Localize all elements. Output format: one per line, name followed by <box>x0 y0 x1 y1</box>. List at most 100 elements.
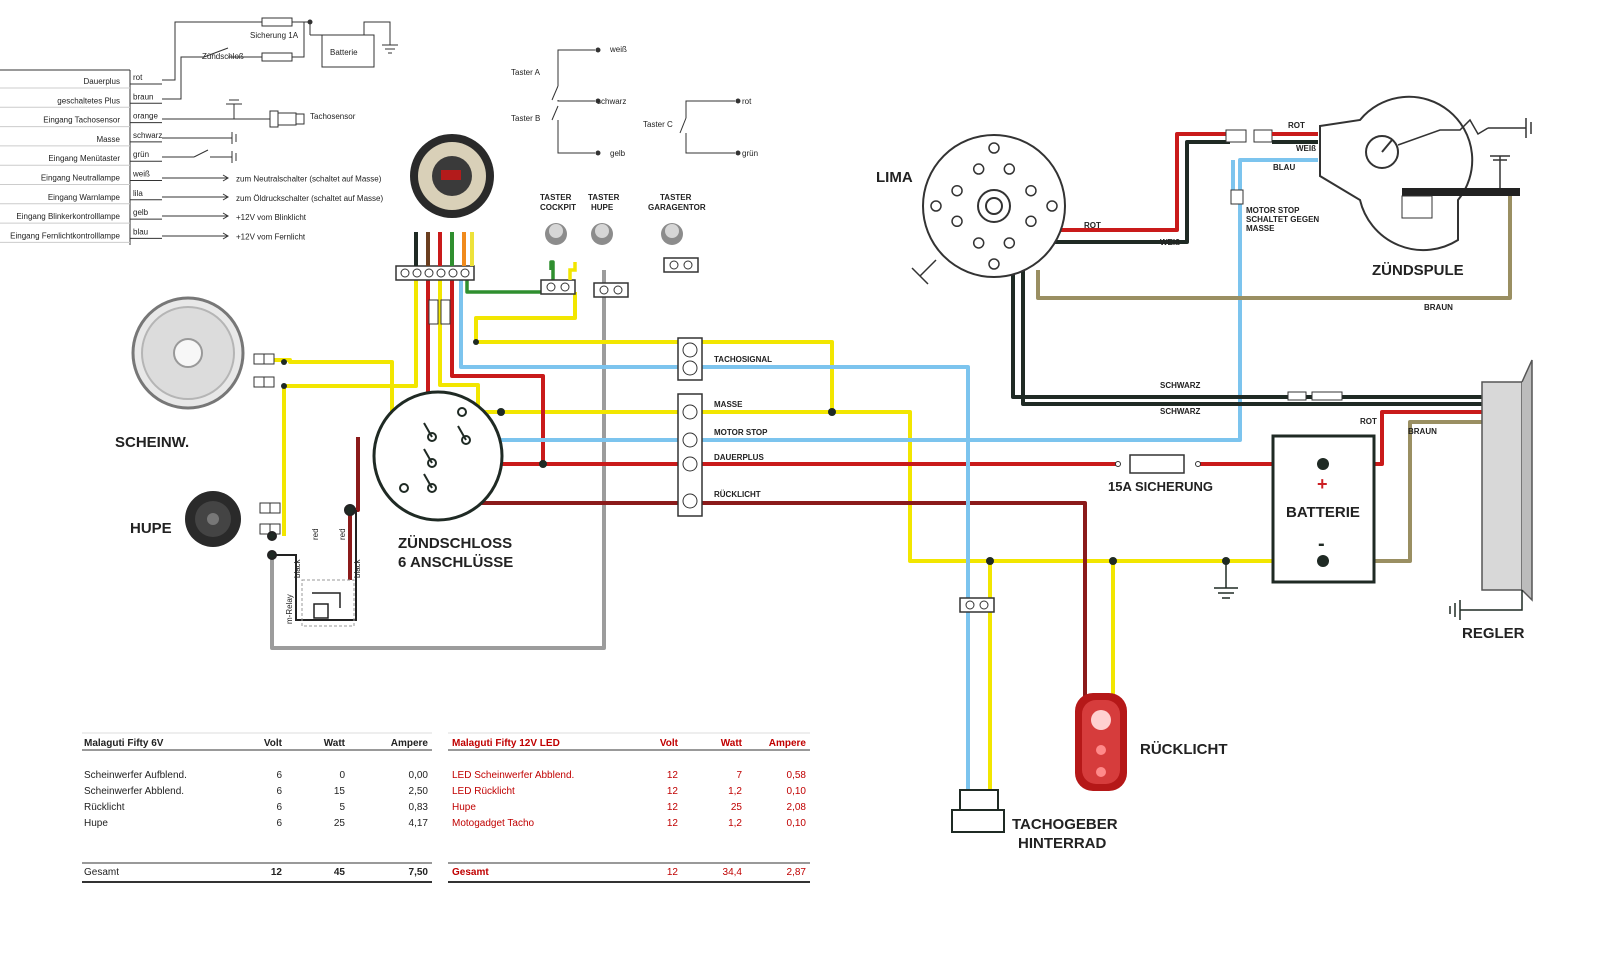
lima-hole <box>951 184 963 197</box>
lima-hole <box>972 237 985 249</box>
table-cell: 6 <box>276 818 282 829</box>
battery <box>1214 434 1376 599</box>
green-wire-2 <box>465 270 541 294</box>
lima-hole <box>1003 163 1016 175</box>
red-lima-rot <box>1050 132 1230 232</box>
pin-wire-color: orange <box>133 112 158 121</box>
table-cell: 2,50 <box>409 786 429 797</box>
pin-wire-color: lila <box>133 189 143 198</box>
tachogeber <box>951 789 1005 833</box>
table-cell: Motogadget Tacho <box>452 818 535 829</box>
table-12v: Malaguti Fifty 12V LED Volt Watt Ampere … <box>448 732 810 883</box>
relay-black-b: black <box>353 558 362 578</box>
wire-label-braun2: BRAUN <box>1408 427 1437 436</box>
wire-label-blau: BLAU <box>1273 163 1295 172</box>
table-cell: 0,10 <box>787 786 807 797</box>
sicherung-15a-label: 15A SICHERUNG <box>1108 479 1213 494</box>
table-cell: 0,00 <box>409 770 429 781</box>
tachogeber-subtitle: HINTERRAD <box>1018 835 1106 852</box>
wire-label-rot2: ROT <box>1288 121 1305 130</box>
lima-hole <box>972 163 985 175</box>
table-cell: 12 <box>667 786 679 797</box>
table-cell: Hupe <box>452 802 476 813</box>
table-cell: 12 <box>667 770 679 781</box>
junction-dots <box>281 339 1230 565</box>
table-cell: 0,83 <box>409 802 429 813</box>
table-cell: Rücklicht <box>84 802 125 813</box>
table-cell: 15 <box>334 786 346 797</box>
pin-label: Eingang Tachosensor <box>43 116 120 125</box>
pin-label: Eingang Menütaster <box>48 154 120 163</box>
taster-hupe-label-1: TASTER <box>588 193 620 202</box>
taster-cockpit-label-2: COCKPIT <box>540 203 576 212</box>
wire-label-schwarz1: SCHWARZ <box>1160 381 1201 390</box>
relay <box>267 504 357 627</box>
relay-black-a: black <box>293 558 302 578</box>
lima-hole <box>988 258 1000 270</box>
table-cell: 6 <box>276 802 282 813</box>
pin-label: geschaltetes Plus <box>57 96 120 105</box>
taster-b-label: Taster B <box>511 114 540 123</box>
tacho-gauge <box>395 134 494 325</box>
yellow-wires <box>264 270 1325 790</box>
taster-garage-label-1: TASTER <box>660 193 692 202</box>
table-cell: 5 <box>339 802 345 813</box>
wire-label-tachosignal: TACHOSIGNAL <box>714 355 772 364</box>
pin-label: Eingang Blinkerkontrolllampe <box>16 212 120 221</box>
zuendschloss-subtitle: 6 ANSCHLÜSSE <box>398 554 513 571</box>
table-12v-title: Malaguti Fifty 12V LED <box>452 738 560 749</box>
lima-label: LIMA <box>876 169 913 186</box>
blue-wire <box>459 270 970 790</box>
table-12v-head-volt: Volt <box>660 738 679 749</box>
pin-wire-color: grün <box>133 150 149 159</box>
table-12v-total-label: Gesamt <box>452 867 489 878</box>
table-cell: 0,10 <box>787 818 807 829</box>
pin-wire-color: gelb <box>133 208 149 217</box>
wire-label-weiss2: WEIß <box>1296 144 1316 153</box>
zuendspule <box>1225 95 1532 252</box>
taster-a-schwarz: schwarz <box>597 97 626 106</box>
pin-label: Eingang Neutrallampe <box>41 174 121 183</box>
zuendspule-label: ZÜNDSPULE <box>1372 262 1464 279</box>
rear-light <box>1075 693 1127 791</box>
table-12v-head-ampere: Ampere <box>769 738 807 749</box>
pin-description-text: +12V vom Fernlicht <box>236 232 306 241</box>
tachogeber-title: TACHOGEBER <box>1012 816 1118 833</box>
brown-lima-braun <box>1036 195 1512 300</box>
pin-label: Eingang Fernlichtkontrolllampe <box>10 231 120 240</box>
wire-label-motorstop: MOTOR STOP <box>714 428 768 437</box>
table-cell: 1,2 <box>728 818 742 829</box>
lima <box>911 134 1066 285</box>
table-cell: 25 <box>731 802 743 813</box>
ruecklicht-label: RÜCKLICHT <box>1140 741 1228 758</box>
table-6v-head-watt: Watt <box>324 738 346 749</box>
scheinw-label: SCHEINW. <box>115 434 189 451</box>
pin-wire-color: schwarz <box>133 131 162 140</box>
pin-wire-color: braun <box>133 92 153 101</box>
taster-garage <box>661 223 699 273</box>
table-cell: 4,17 <box>409 818 429 829</box>
regler <box>1449 359 1533 620</box>
table-6v-head-ampere: Ampere <box>391 738 429 749</box>
wire-label-ruecklicht: RÜCKLICHT <box>714 490 761 499</box>
relay-red-b: red <box>338 528 347 540</box>
table-6v-head-volt: Volt <box>264 738 283 749</box>
motorstop-note-3: MASSE <box>1246 224 1275 233</box>
table-6v-total-ampere: 7,50 <box>409 867 429 878</box>
table-cell: 12 <box>667 802 679 813</box>
table-cell: 0,58 <box>787 770 807 781</box>
lima-hole <box>988 142 1000 154</box>
pin-description-text: zum Öldruckschalter (schaltet auf Masse) <box>236 194 383 203</box>
table-cell: 7 <box>736 770 742 781</box>
taster-garage-label-2: GARAGENTOR <box>648 203 706 212</box>
table-12v-total-volt: 12 <box>667 867 679 878</box>
power-schematic <box>162 17 398 240</box>
motorstop-note-2: SCHALTET GEGEN <box>1246 215 1319 224</box>
table-12v-head-watt: Watt <box>721 738 743 749</box>
table-cell: 2,08 <box>787 802 807 813</box>
